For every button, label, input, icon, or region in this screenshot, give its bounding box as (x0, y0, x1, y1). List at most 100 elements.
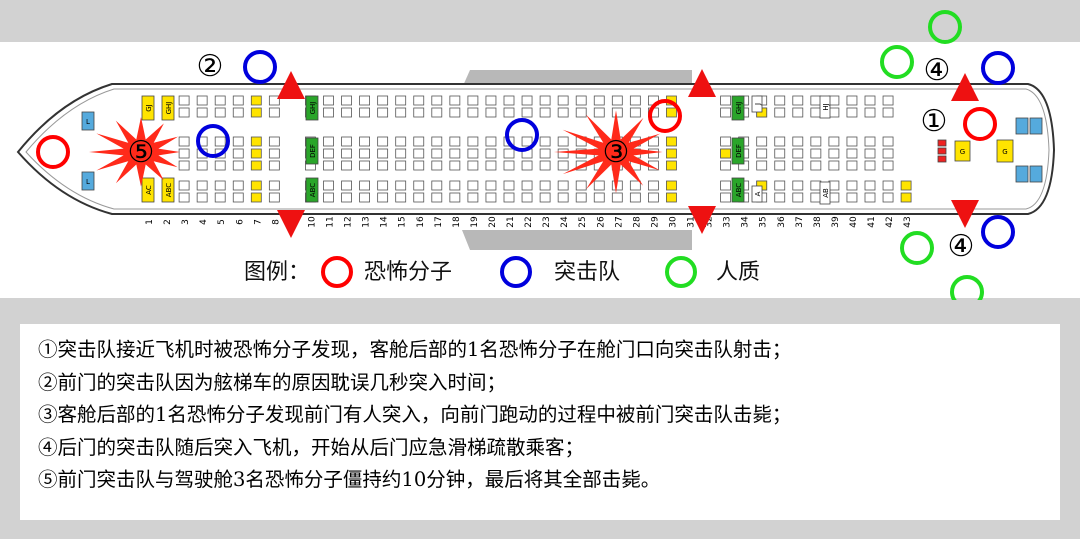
seat (521, 107, 533, 118)
seat (323, 107, 334, 118)
seat (882, 180, 894, 191)
seat (485, 192, 497, 203)
seat (196, 192, 208, 203)
seat (774, 95, 786, 106)
seat (178, 136, 190, 147)
seat (611, 107, 623, 118)
seat (485, 180, 497, 191)
galley-block (819, 181, 831, 205)
note-item-4: ④后门的突击队随后突入飞机，开始从后门应急滑梯疏散乘客； (38, 435, 585, 459)
galley-block (731, 95, 745, 121)
galley-block-label: DEF (309, 144, 317, 158)
row-number-label: 32 (705, 216, 715, 227)
galley-block (954, 140, 971, 162)
row-number-label: 14 (380, 216, 390, 228)
marker-2-label: ② (197, 49, 224, 84)
seat (882, 160, 894, 171)
seat (539, 192, 551, 203)
seat (341, 95, 352, 106)
seat (431, 95, 443, 106)
seat (268, 160, 280, 171)
seat (232, 192, 244, 203)
seat (413, 192, 425, 203)
seat (575, 107, 587, 118)
seat (774, 192, 786, 203)
blue-circle-icon (196, 124, 230, 158)
row-number-label: 3 (181, 219, 191, 225)
seat (323, 148, 334, 159)
seat (359, 136, 371, 147)
seat (178, 192, 190, 203)
seat-premium (666, 148, 677, 159)
seat (485, 107, 497, 118)
seat (395, 148, 407, 159)
seat (178, 160, 190, 171)
seat (756, 136, 768, 147)
seat (593, 95, 605, 106)
seat (557, 180, 569, 191)
note-item-5: ⑤前门突击队与驾驶舱3名恐怖分子僵持约10分钟，最后将其全部击毙。 (38, 468, 661, 491)
seat (377, 192, 389, 203)
row-number-label: 41 (867, 216, 877, 227)
seat (413, 95, 425, 106)
row-number-label: 11 (326, 216, 336, 227)
seat (810, 160, 822, 171)
row-number-label: 2 (163, 219, 173, 225)
explosion-burst-icon: ③ (554, 110, 663, 194)
seat (810, 95, 822, 106)
seat (178, 148, 190, 159)
legend: 图例： 恐怖分子 突击队 人质 (244, 256, 760, 288)
seat (359, 160, 371, 171)
seat (846, 95, 858, 106)
seat (557, 95, 569, 106)
seat-premium (250, 180, 262, 191)
galley-block-label: G (960, 148, 965, 156)
seat (593, 192, 605, 203)
seat (214, 95, 226, 106)
seat (431, 148, 443, 159)
seat (359, 95, 371, 106)
red-circle-icon (648, 99, 682, 133)
seat (792, 107, 804, 118)
lavatory-block (1015, 165, 1029, 183)
row-number-label: 37 (795, 216, 805, 227)
green-circle-icon (950, 275, 984, 300)
row-number-label: 4 (199, 219, 209, 225)
seat (828, 180, 840, 191)
row-number-label: 33 (723, 216, 733, 227)
galley-block (305, 177, 319, 203)
seat (214, 160, 226, 171)
seat-premium (250, 107, 262, 118)
seat (611, 95, 623, 106)
seat (232, 148, 244, 159)
seat (485, 136, 497, 147)
galley-block-label: ABC (309, 183, 317, 197)
seat (593, 180, 605, 191)
seat (864, 180, 876, 191)
legend-terrorist-label: 恐怖分子 (364, 260, 452, 285)
seat (611, 192, 623, 203)
lavatory-block (81, 171, 95, 191)
seat (539, 180, 551, 191)
marker-4-bottom-label: ④ (948, 229, 975, 264)
triangle-arrow-icon (277, 71, 305, 99)
seat (268, 148, 280, 159)
seat (413, 107, 425, 118)
seat (882, 192, 894, 203)
galley-block (731, 177, 745, 203)
seat (214, 107, 226, 118)
seat (178, 180, 190, 191)
seat (449, 160, 461, 171)
marker-4-top-label: ④ (924, 53, 951, 88)
seat (828, 160, 840, 171)
seat (467, 95, 479, 106)
seat (557, 107, 569, 118)
lavatory-block (1015, 117, 1029, 135)
seat (268, 192, 280, 203)
seat (503, 160, 515, 171)
row-number-label: 36 (777, 216, 787, 228)
note-item-1: ①突击队接近飞机时被恐怖分子发现，客舱后部的1名恐怖分子在舱门口向突击队射击； (38, 338, 792, 361)
galley-block (141, 177, 155, 203)
seat (720, 95, 731, 106)
